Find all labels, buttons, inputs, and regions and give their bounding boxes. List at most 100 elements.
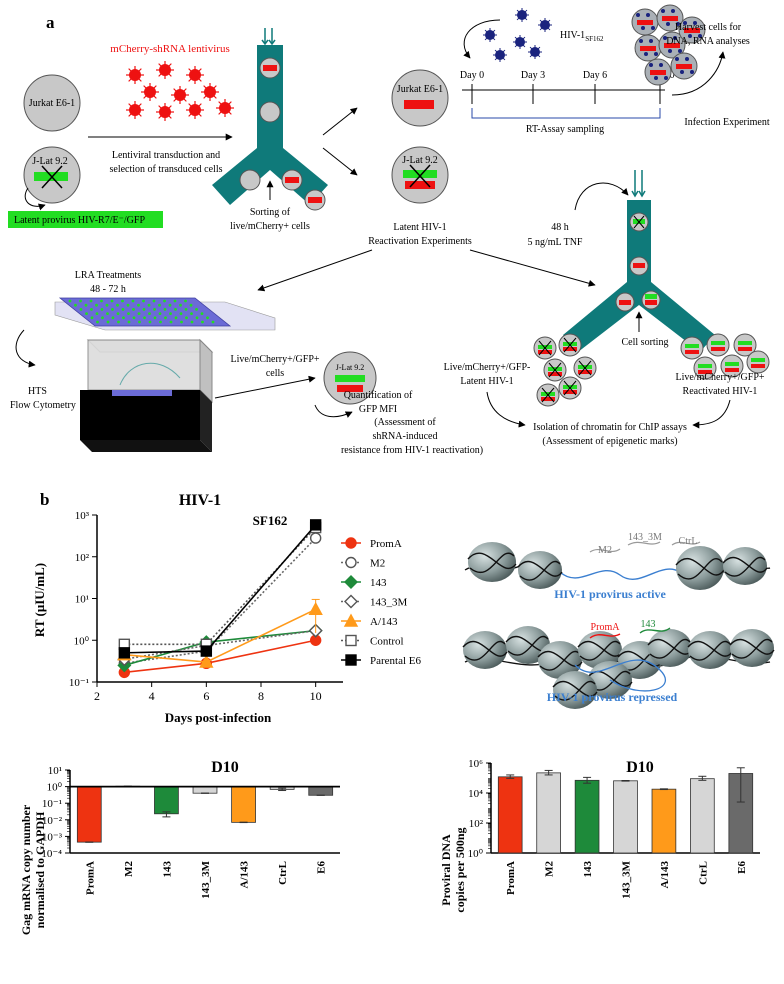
tnf-arrow bbox=[574, 182, 629, 211]
x-tick-label: E6 bbox=[316, 861, 328, 874]
jurkat-cell bbox=[23, 74, 81, 132]
legend-item: Parental E6 bbox=[341, 654, 422, 667]
reactivated-cell bbox=[720, 354, 744, 378]
reactivated-cell bbox=[746, 350, 770, 374]
x-tick-label: 143 bbox=[161, 861, 173, 878]
jurkat-transduced-cell bbox=[391, 69, 449, 127]
infection-experiment-label: Infection Experiment bbox=[684, 117, 769, 128]
bar-ctrl bbox=[690, 778, 715, 854]
data-point bbox=[344, 594, 358, 609]
active-target-label: CtrL bbox=[679, 536, 698, 547]
lra-label-1: LRA Treatments bbox=[75, 270, 142, 281]
reactivated-population-label-1: Live/mCherry+/GFP+ bbox=[675, 372, 764, 383]
latent-cell bbox=[543, 358, 567, 382]
x-tick-label: M2 bbox=[123, 861, 135, 877]
gfp-bar bbox=[403, 170, 437, 178]
latent-cell bbox=[536, 383, 560, 407]
bar1-ylabel-2: normalised to GAPDH bbox=[33, 811, 47, 928]
quant-label-5: resistance from HIV-1 reactivation) bbox=[341, 445, 483, 456]
chip-label-2: (Assessment of epigenetic marks) bbox=[542, 436, 677, 447]
lentivirus-particle bbox=[186, 101, 204, 119]
gag-mrna-bar-chart: D10 Gag mRNA copy number normalised to G… bbox=[19, 759, 340, 935]
cross-icon bbox=[41, 165, 63, 189]
line-chart-xlabel: Days post-infection bbox=[165, 710, 272, 725]
curved-arrow-icon bbox=[24, 187, 46, 211]
data-point bbox=[345, 634, 357, 647]
latent-population-label-2: Latent HIV-1 bbox=[460, 376, 513, 387]
y-tick-label: 10⁶ bbox=[468, 758, 483, 770]
flow-cytometer bbox=[80, 338, 214, 452]
data-point bbox=[308, 601, 323, 616]
infected-cell bbox=[644, 58, 672, 86]
infected-cell bbox=[658, 31, 686, 59]
reactivated-cell bbox=[706, 333, 730, 357]
y-tick-label: 10⁻² bbox=[42, 815, 63, 827]
latent-provirus-box bbox=[8, 211, 163, 228]
series-parental-e6 bbox=[118, 519, 322, 659]
gfp-bar bbox=[335, 375, 365, 382]
lentivirus-particle bbox=[186, 66, 204, 84]
arrow-to-tnf bbox=[469, 249, 596, 287]
latent-reactivation-label-2: Reactivation Experiments bbox=[368, 236, 472, 247]
series-143 bbox=[117, 623, 323, 673]
panel-label-b: b bbox=[40, 490, 49, 509]
transduction-label-1: Lentiviral transduction and bbox=[112, 150, 220, 161]
y-tick-label: 10⁴ bbox=[468, 788, 483, 800]
legend-item: PromA bbox=[341, 537, 402, 550]
harvested-cells bbox=[631, 4, 706, 86]
x-tick-label: PromA bbox=[84, 861, 96, 895]
arrow-to-jlat bbox=[322, 147, 358, 176]
jlat-label: J-Lat 9.2 bbox=[32, 156, 68, 167]
x-tick-label: 143 bbox=[582, 861, 594, 878]
transduction-label-2: selection of transduced cells bbox=[109, 164, 222, 175]
x-tick-label: E6 bbox=[736, 861, 748, 874]
panel-a: a mCherry-shRNA lentivirus Jurkat E6-1 J… bbox=[8, 4, 770, 456]
data-point bbox=[345, 537, 357, 549]
line-chart-ylabel: RT (μIU/mL) bbox=[32, 563, 47, 637]
proviral-dna-bar-chart: D10 Proviral DNA copies per 500ng 10⁰10²… bbox=[439, 758, 760, 913]
cell-sorting-label: Cell sorting bbox=[622, 337, 669, 348]
series-line bbox=[124, 527, 317, 646]
data-point bbox=[344, 575, 358, 589]
x-tick-label: PromA bbox=[505, 861, 517, 895]
nucleosome bbox=[462, 631, 508, 669]
nucleosome bbox=[647, 629, 693, 667]
nucleosome bbox=[537, 641, 583, 679]
latent-cell bbox=[533, 336, 557, 360]
day-label: Day 3 bbox=[521, 70, 545, 81]
bar-m2 bbox=[536, 772, 561, 854]
reactivated-population-label-2: Reactivated HIV-1 bbox=[683, 386, 758, 397]
latent-population-label-1: Live/mCherry+/GFP- bbox=[444, 362, 531, 373]
reactivated-cell bbox=[693, 356, 717, 380]
reactivated-cell bbox=[680, 336, 704, 360]
legend-label: 143 bbox=[370, 577, 387, 589]
quant-label-2: GFP MFI bbox=[359, 404, 397, 415]
data-point bbox=[309, 519, 322, 531]
day-label: Day 6 bbox=[583, 70, 607, 81]
y-tick-label: 10³ bbox=[75, 510, 90, 522]
lentivirus-particle bbox=[156, 61, 174, 79]
lentivirus-particle bbox=[216, 99, 234, 117]
jurkat-transduced-label: Jurkat E6-1 bbox=[397, 84, 443, 95]
lra-to-hts-arrow bbox=[15, 329, 36, 368]
cross-icon bbox=[409, 164, 431, 188]
x-tick-label: CtrL bbox=[277, 861, 289, 885]
y-tick-label: 10⁰ bbox=[468, 848, 484, 860]
gfp-cells-label-1: Live/mCherry+/GFP+ bbox=[230, 354, 319, 365]
hiv-particle bbox=[483, 28, 497, 42]
latent-cell bbox=[573, 356, 597, 380]
y-tick-label: 10⁻³ bbox=[42, 831, 63, 843]
infected-cell bbox=[678, 16, 706, 44]
bar2-ylabel-1: Proviral DNA bbox=[439, 834, 453, 906]
lentivirus-particle bbox=[171, 86, 189, 104]
x-tick-label: 143_3M bbox=[200, 860, 212, 899]
tnf-label-2: 5 ng/mL TNF bbox=[527, 237, 582, 248]
lentivirus-particle bbox=[126, 101, 144, 119]
chip-label-1: Isolation of chromatin for ChIP assays bbox=[533, 422, 687, 433]
hiv-particle bbox=[528, 45, 542, 59]
x-tick-label: A/143 bbox=[659, 861, 671, 889]
legend-label: M2 bbox=[370, 558, 385, 570]
reactivated-population-cells bbox=[680, 333, 770, 380]
